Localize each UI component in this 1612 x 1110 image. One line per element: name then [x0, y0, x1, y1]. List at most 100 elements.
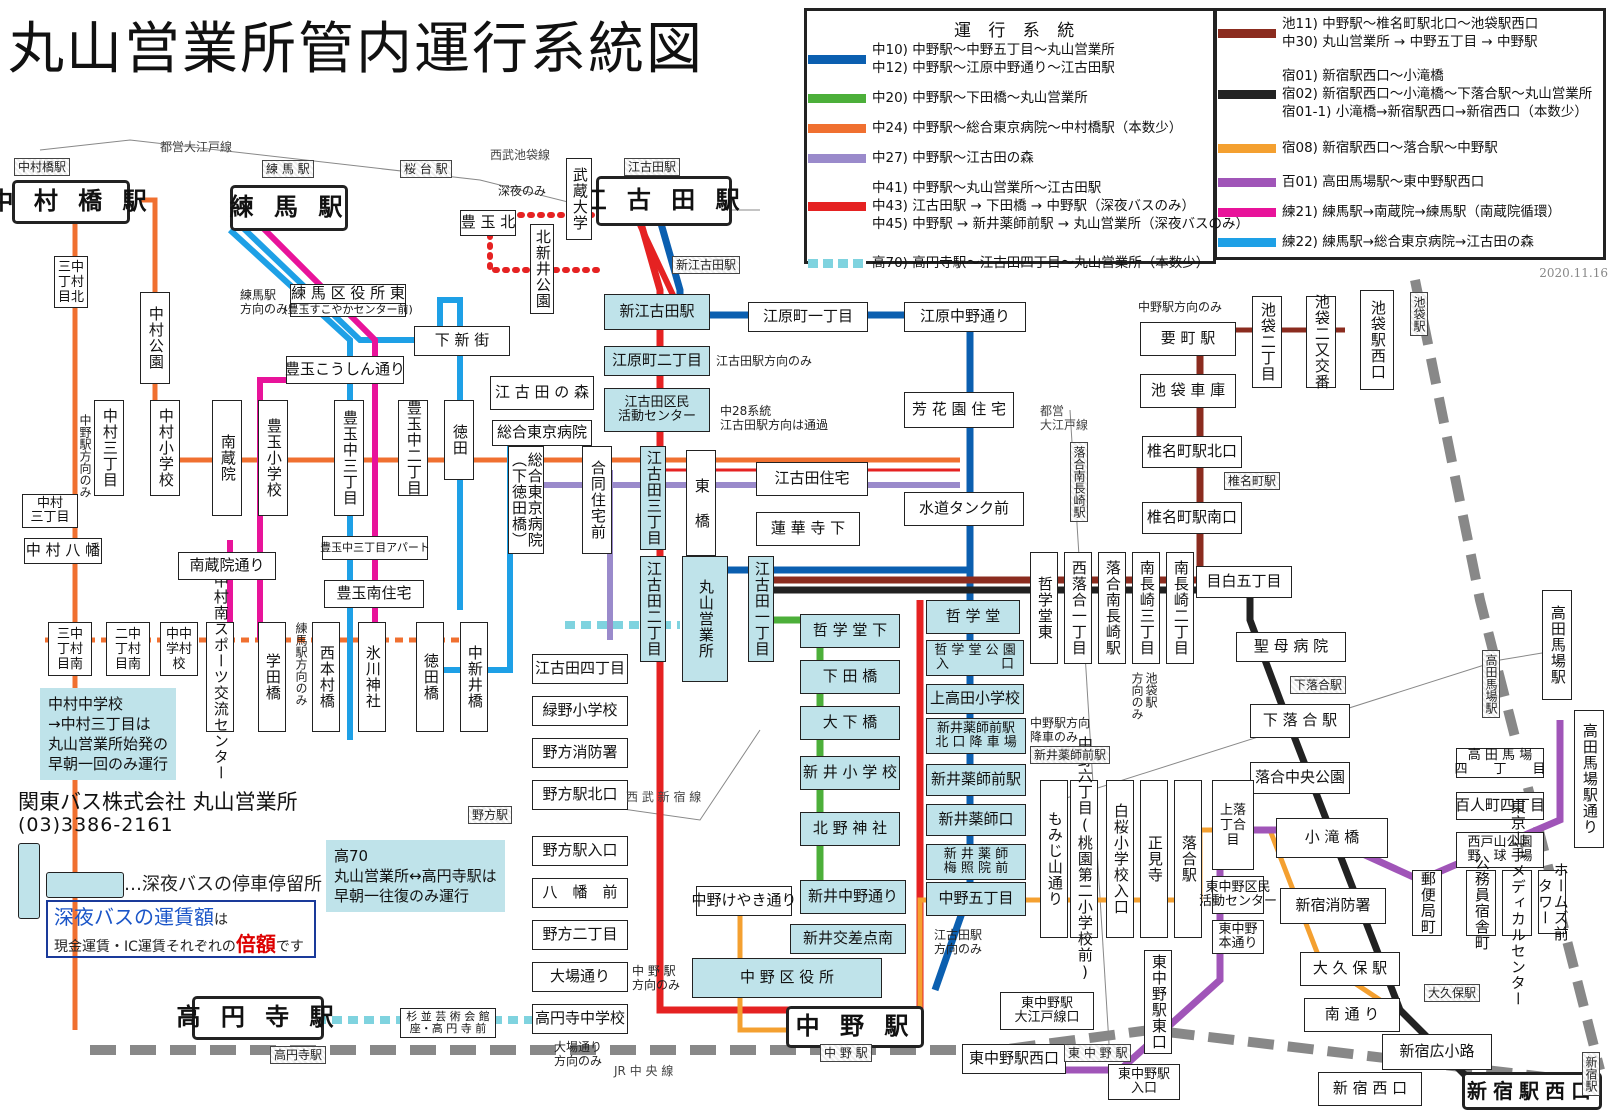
stop-araiyakushibaisho[interactable]: 新 井 薬 師 梅 照 院 前: [926, 844, 1026, 880]
stop-nerimakuyakusho_sub[interactable]: (豊玉すこやかセンター前): [283, 303, 413, 317]
stop-seibo[interactable]: 聖 母 病 院: [1236, 632, 1346, 662]
stop-b8[interactable]: 徳田橋: [416, 622, 444, 732]
stop-b9[interactable]: 中新井橋: [460, 622, 488, 732]
stop-minamidori[interactable]: 南 通 り: [1304, 998, 1400, 1032]
stop-godojutaku[interactable]: 合同住宅前: [582, 446, 612, 554]
stop-ebara2[interactable]: 江原町二丁目: [604, 346, 710, 376]
stop-ikebukuro2kosa[interactable]: 池袋二又交番: [1306, 294, 1336, 390]
stop-egota2[interactable]: 江古田二丁目: [640, 556, 666, 662]
stop-nakamura3[interactable]: 三中 丁村 目北: [54, 256, 88, 308]
stop-shimoochiai[interactable]: 下 落 合 駅: [1250, 704, 1350, 738]
stop-nakamurabashi[interactable]: 中 村 橋 駅: [0, 180, 147, 224]
stop-rengeji[interactable]: 蓮 華 寺 下: [756, 512, 860, 546]
stop-hyakuyubin[interactable]: 郵便局町: [1412, 870, 1442, 936]
stop-b7[interactable]: 氷川神社: [358, 622, 386, 732]
stop-nakano5[interactable]: 中野五丁目: [926, 882, 1026, 916]
stop-nakamurashogakko[interactable]: 中村小学校: [150, 400, 180, 496]
stop-mejiro5[interactable]: 目白五丁目: [1196, 566, 1292, 598]
stop-nishiochiai1[interactable]: 西落合一丁目: [1064, 552, 1092, 664]
stop-araisho[interactable]: 新 井 小 学 校: [800, 756, 900, 790]
stop-tetsugakudo2[interactable]: 哲学堂東: [1030, 552, 1058, 664]
stop-nakano6[interactable]: 中野六丁目(桃園第二小学校前): [1070, 736, 1098, 982]
stop-higashinakano_higashi[interactable]: 東中野駅東口: [1144, 950, 1172, 1054]
stop-higashinakano_iri[interactable]: 東中野駅 入口: [1108, 1064, 1180, 1100]
stop-tetsugakudoshita[interactable]: 哲 学 堂 下: [800, 614, 900, 648]
stop-egota1[interactable]: 江古田一丁目: [748, 556, 774, 662]
stop-noshobo[interactable]: 野方消防署: [532, 738, 628, 768]
stop-honcho[interactable]: ホームズ前 タワー: [1536, 862, 1570, 942]
stop-koenjichu[interactable]: 高円寺中学校: [532, 1004, 628, 1034]
stop-midorino[interactable]: 緑野小学校: [532, 696, 628, 726]
stop-kanamecho[interactable]: 要 町 駅: [1140, 322, 1236, 356]
stop-araiyakushimae[interactable]: 新井薬師前駅: [926, 764, 1026, 796]
stop-koenji[interactable]: 高 円 寺 駅: [176, 996, 334, 1040]
stop-kyoubun[interactable]: 東京山手メディカルセンター: [1502, 799, 1532, 1007]
stop-shiinaminami[interactable]: 椎名町駅南口: [1142, 502, 1242, 534]
stop-arainakano[interactable]: 新井中野通り: [800, 880, 906, 914]
stop-ochiaieki[interactable]: 落合駅: [1174, 780, 1202, 938]
stop-azumabashi[interactable]: 東 橋: [686, 450, 716, 556]
stop-hyakunin4[interactable]: 百人町四丁目: [1455, 792, 1545, 820]
stop-sogotokyohosp[interactable]: 総合東京病院: [492, 420, 592, 446]
stop-toyotamasho[interactable]: 豊玉小学校: [258, 400, 288, 516]
stop-nakanokeyaki[interactable]: 中野けやき通り: [692, 886, 797, 916]
stop-egota3[interactable]: 江古田三丁目: [640, 446, 666, 550]
stop-takadanobaba[interactable]: 高田馬場駅: [1542, 590, 1572, 700]
stop-nakano[interactable]: 中 野 駅: [786, 1006, 924, 1048]
stop-nerima[interactable]: 練 馬 駅: [230, 185, 348, 231]
stop-shinjukushobo[interactable]: 新宿消防署: [1280, 888, 1386, 924]
stop-tetsugakudo[interactable]: 哲 学 堂: [926, 600, 1020, 634]
stop-okubo[interactable]: 大 久 保 駅: [1300, 952, 1400, 986]
stop-suido[interactable]: 水道タンク前: [904, 492, 1024, 526]
stop-egodakumin[interactable]: 江古田区民 活動センター: [604, 388, 710, 432]
stop-ebara1[interactable]: 江原町一丁目: [748, 302, 868, 332]
stop-ekoda[interactable]: 江 古 田 駅: [582, 176, 740, 226]
stop-otakibashi[interactable]: 小 滝 橋: [1276, 818, 1388, 858]
stop-araiyakushiguchi[interactable]: 新井薬師口: [926, 804, 1026, 836]
stop-toyotamakita[interactable]: 豊 玉 北: [460, 210, 516, 236]
stop-higashinakano_kumin[interactable]: 東中野区民 活動センター: [1199, 876, 1277, 914]
stop-nakamura3chome[interactable]: 中村三丁目: [94, 400, 124, 496]
stop-ochiaichuo[interactable]: 落合中央公園: [1250, 762, 1350, 794]
stop-toku[interactable]: 徳田: [444, 400, 474, 480]
stop-higashinakano_oedo[interactable]: 東中野駅 大江戸線口: [1000, 992, 1094, 1030]
stop-minaminagasaki3[interactable]: 南長崎三丁目: [1132, 552, 1160, 664]
stop-kumin[interactable]: 公務員宿舎町: [1466, 855, 1496, 951]
stop-nishitoyama[interactable]: 西戸山公園 野 球 場: [1456, 832, 1544, 868]
stop-b2[interactable]: 二中 丁村 目南: [106, 622, 150, 676]
stop-toyotamanaka2[interactable]: 豊玉中二丁目: [398, 400, 428, 496]
stop-oshita[interactable]: 大 下 橋: [800, 706, 900, 740]
stop-maruyama[interactable]: 丸山営業所: [682, 556, 728, 682]
stop-hakuo[interactable]: 白桜小学校入口: [1106, 780, 1134, 938]
stop-ikebukuro2[interactable]: 池袋二丁目: [1252, 296, 1282, 388]
stop-nakamurakoen[interactable]: 中村公園: [140, 292, 170, 384]
stop-araiyakushimae_kita[interactable]: 新井薬師前駅 北 口 降 車 場: [926, 718, 1026, 754]
stop-toyotamakoshin[interactable]: 豊玉こうしん通り: [285, 356, 405, 384]
stop-momiji[interactable]: もみじ山通り: [1040, 780, 1068, 938]
stop-shiinakita[interactable]: 椎名町駅北口: [1142, 436, 1242, 468]
stop-ikebukuronishi[interactable]: 池袋駅西口: [1360, 290, 1394, 390]
stop-minaminagasaki2[interactable]: 南長崎二丁目: [1166, 552, 1194, 664]
stop-ikebukuroshako[interactable]: 池 袋 車 庫: [1140, 374, 1236, 408]
stop-tetsugakudokoen[interactable]: 哲 学 堂 公 園 入 口: [926, 640, 1024, 676]
stop-takadanobabadori[interactable]: 高田馬場駅通り: [1574, 710, 1604, 848]
stop-obadori[interactable]: 大場通り: [532, 962, 628, 992]
stop-nakamurahachiman[interactable]: 中 村 八 幡: [24, 538, 102, 564]
stop-nogatairi[interactable]: 野方駅入口: [532, 836, 628, 866]
stop-ochiaiminami[interactable]: 落合南長崎駅: [1098, 552, 1126, 664]
stop-shinjuku[interactable]: 新宿駅西口: [1462, 1072, 1602, 1110]
stop-sogotokyohosp2[interactable]: 総合東京病院 （下徳田橋）: [508, 446, 544, 554]
stop-kamitakada[interactable]: 上高田小学校: [926, 684, 1024, 714]
stop-kitano[interactable]: 北 野 神 社: [800, 812, 900, 846]
stop-nakanokuyakusho[interactable]: 中 野 区 役 所: [692, 958, 882, 998]
stop-shimoshinkai[interactable]: 下 新 街: [414, 326, 510, 356]
stop-toyotamaapart[interactable]: 豊玉中三丁目アパート: [320, 536, 430, 560]
stop-b6[interactable]: 西本村橋: [312, 622, 340, 732]
stop-shinjukunishi[interactable]: 新 宿 西 口: [1318, 1072, 1422, 1106]
stop-b3[interactable]: 中中 学村 校: [160, 622, 198, 676]
stop-shimoda[interactable]: 下 田 橋: [800, 660, 900, 694]
stop-shinjukuhiro[interactable]: 新宿広小路: [1382, 1034, 1492, 1070]
stop-b4[interactable]: 中村南スポーツ交流センター: [206, 573, 234, 781]
stop-nanzoin[interactable]: 南蔵院: [212, 400, 242, 516]
stop-musashi[interactable]: 武蔵大学: [566, 158, 592, 240]
